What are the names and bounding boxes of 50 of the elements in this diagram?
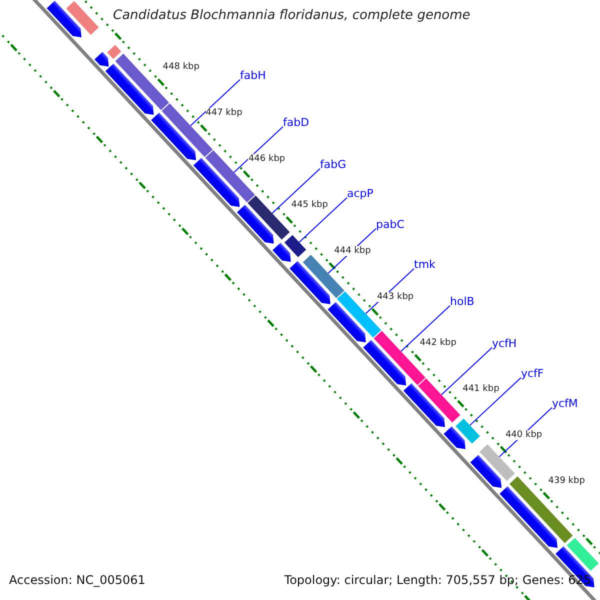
scale-label: 441 kbp bbox=[462, 384, 500, 394]
gene-bar bbox=[479, 444, 515, 481]
leader-line bbox=[298, 197, 348, 243]
gene-block bbox=[105, 64, 154, 115]
gene-label: holB bbox=[450, 296, 474, 309]
scale-label: 447 kbp bbox=[206, 108, 242, 118]
scale-label: 446 kbp bbox=[248, 154, 286, 164]
gene-block bbox=[470, 454, 502, 488]
gene-block bbox=[94, 52, 109, 67]
gene-block bbox=[290, 261, 330, 304]
leader-line bbox=[469, 377, 522, 426]
scale-label: 445 kbp bbox=[291, 200, 328, 210]
gene-label: fabG bbox=[320, 159, 346, 172]
gene-label: pabC bbox=[376, 219, 404, 232]
gene-block bbox=[444, 426, 466, 450]
gene-bar bbox=[248, 196, 290, 240]
gene-block bbox=[151, 112, 196, 160]
scale-label: 439 kbp bbox=[548, 476, 585, 486]
gene-block bbox=[272, 242, 291, 262]
gene-label: fabH bbox=[240, 70, 266, 83]
gene-label: tmk bbox=[414, 259, 436, 272]
gene-block bbox=[193, 158, 240, 208]
accession-text: Accession: NC_005061 bbox=[9, 574, 146, 588]
scale-label: 442 kbp bbox=[420, 338, 456, 348]
gene-bar bbox=[284, 235, 306, 258]
gene-bar bbox=[107, 44, 122, 59]
scale-label: 448 kbp bbox=[162, 62, 200, 72]
leader-line bbox=[400, 305, 450, 352]
gene-bar bbox=[456, 418, 480, 444]
leader-line bbox=[272, 168, 320, 214]
gene-label: ycfM bbox=[552, 398, 578, 411]
gene-label: ycfF bbox=[521, 368, 544, 381]
leader-line bbox=[234, 126, 284, 173]
gene-label: acpP bbox=[347, 188, 374, 201]
gene-block bbox=[403, 383, 445, 428]
gene-block bbox=[46, 0, 82, 38]
scale-label: 443 kbp bbox=[376, 292, 414, 302]
leader-line bbox=[440, 347, 492, 396]
gene-label: fabD bbox=[283, 117, 310, 130]
genome-stats-text: Topology: circular; Length: 705,557 bp; Genes: 625 bbox=[284, 574, 591, 588]
genome-title: Candidatus Blochmannia floridanus, complete genome bbox=[113, 9, 470, 24]
gene-block bbox=[363, 340, 406, 386]
gene-block bbox=[237, 204, 274, 244]
scale-label: 444 kbp bbox=[334, 246, 371, 256]
gene-label: ycfH bbox=[492, 338, 517, 351]
gene-block bbox=[500, 486, 558, 548]
scale-label: 440 kbp bbox=[505, 430, 542, 440]
gene-bar bbox=[566, 538, 599, 571]
gene-block bbox=[328, 302, 366, 342]
leader-line bbox=[190, 79, 240, 126]
